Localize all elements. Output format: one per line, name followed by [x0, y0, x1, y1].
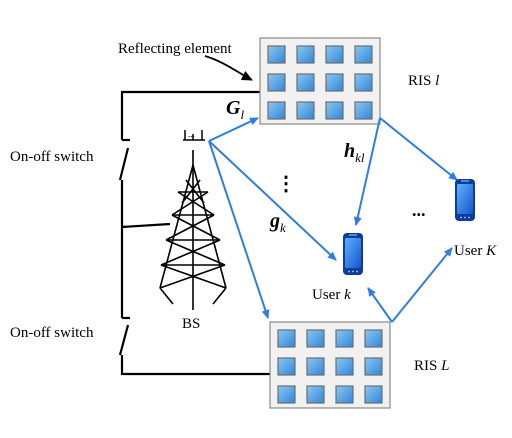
- channel-G-label: Gl: [226, 97, 244, 122]
- reflecting-element-tile: [335, 357, 354, 376]
- reflecting-element-tile: [325, 45, 344, 64]
- reflecting-element-tile: [354, 101, 373, 120]
- bs-antenna-dots: ...: [188, 129, 195, 139]
- bs-label: BS: [182, 316, 200, 332]
- reflecting-element-tile: [306, 385, 325, 404]
- wireless-links: [208, 117, 458, 323]
- vertical-ellipsis: ⋮: [276, 173, 296, 195]
- reflecting-element-tile: [277, 357, 296, 376]
- reflecting-element-tile: [267, 73, 286, 92]
- ris-l-panel: [259, 37, 381, 125]
- channel-g-label: gk: [269, 210, 286, 235]
- link-ris-L-to-user-k: [367, 287, 393, 323]
- bs-antenna-array: [183, 130, 205, 141]
- reflecting-element-tile: [296, 101, 315, 120]
- control-wiring: [118, 90, 270, 376]
- switch-bottom-label: On-off switch: [10, 325, 94, 341]
- reflecting-element-tile: [267, 101, 286, 120]
- bs-tower: [159, 150, 227, 310]
- reflecting-element-tile: [364, 385, 383, 404]
- ris-l-label: RIS l: [408, 73, 439, 89]
- reflecting-element-tile: [335, 329, 354, 348]
- reflecting-element-pointer: [204, 55, 253, 81]
- user-K-label: User K: [454, 243, 497, 259]
- reflecting-element-tile: [354, 73, 373, 92]
- link-bs-to-user-k: [208, 140, 337, 261]
- ris-L-elements: [277, 329, 383, 404]
- link-ris-l-to-user-k: [353, 117, 381, 226]
- reflecting-element-tile: [306, 329, 325, 348]
- link-bs-to-ris-l: [208, 117, 259, 142]
- link-bs-to-ris-L: [208, 140, 270, 319]
- reflecting-element-tile: [306, 357, 325, 376]
- user-k-label: User k: [312, 287, 351, 303]
- link-ris-L-to-user-K: [391, 247, 453, 323]
- link-ris-l-to-user-K: [379, 117, 458, 181]
- reflecting-element-tile: [335, 385, 354, 404]
- user-k-phone-icon: [343, 233, 363, 275]
- reflecting-element-tile: [325, 73, 344, 92]
- horizontal-ellipsis: ...: [412, 200, 426, 220]
- channel-h-label: hkl: [344, 140, 365, 165]
- switch-top-label: On-off switch: [10, 149, 94, 165]
- reflecting-element-tile: [325, 101, 344, 120]
- ris-l-elements: [267, 45, 373, 120]
- ris-L-label: RIS L: [414, 358, 449, 374]
- reflecting-element-tile: [267, 45, 286, 64]
- reflecting-element-tile: [296, 73, 315, 92]
- reflecting-element-tile: [364, 357, 383, 376]
- reflecting-element-tile: [277, 385, 296, 404]
- user-K-phone-icon: [455, 179, 475, 221]
- reflecting-element-tile: [354, 45, 373, 64]
- reflecting-element-tile: [364, 329, 383, 348]
- reflecting-element-tile: [277, 329, 296, 348]
- reflecting-element-label: Reflecting element: [118, 41, 233, 57]
- reflecting-element-tile: [296, 45, 315, 64]
- ris-L-panel: [269, 321, 391, 409]
